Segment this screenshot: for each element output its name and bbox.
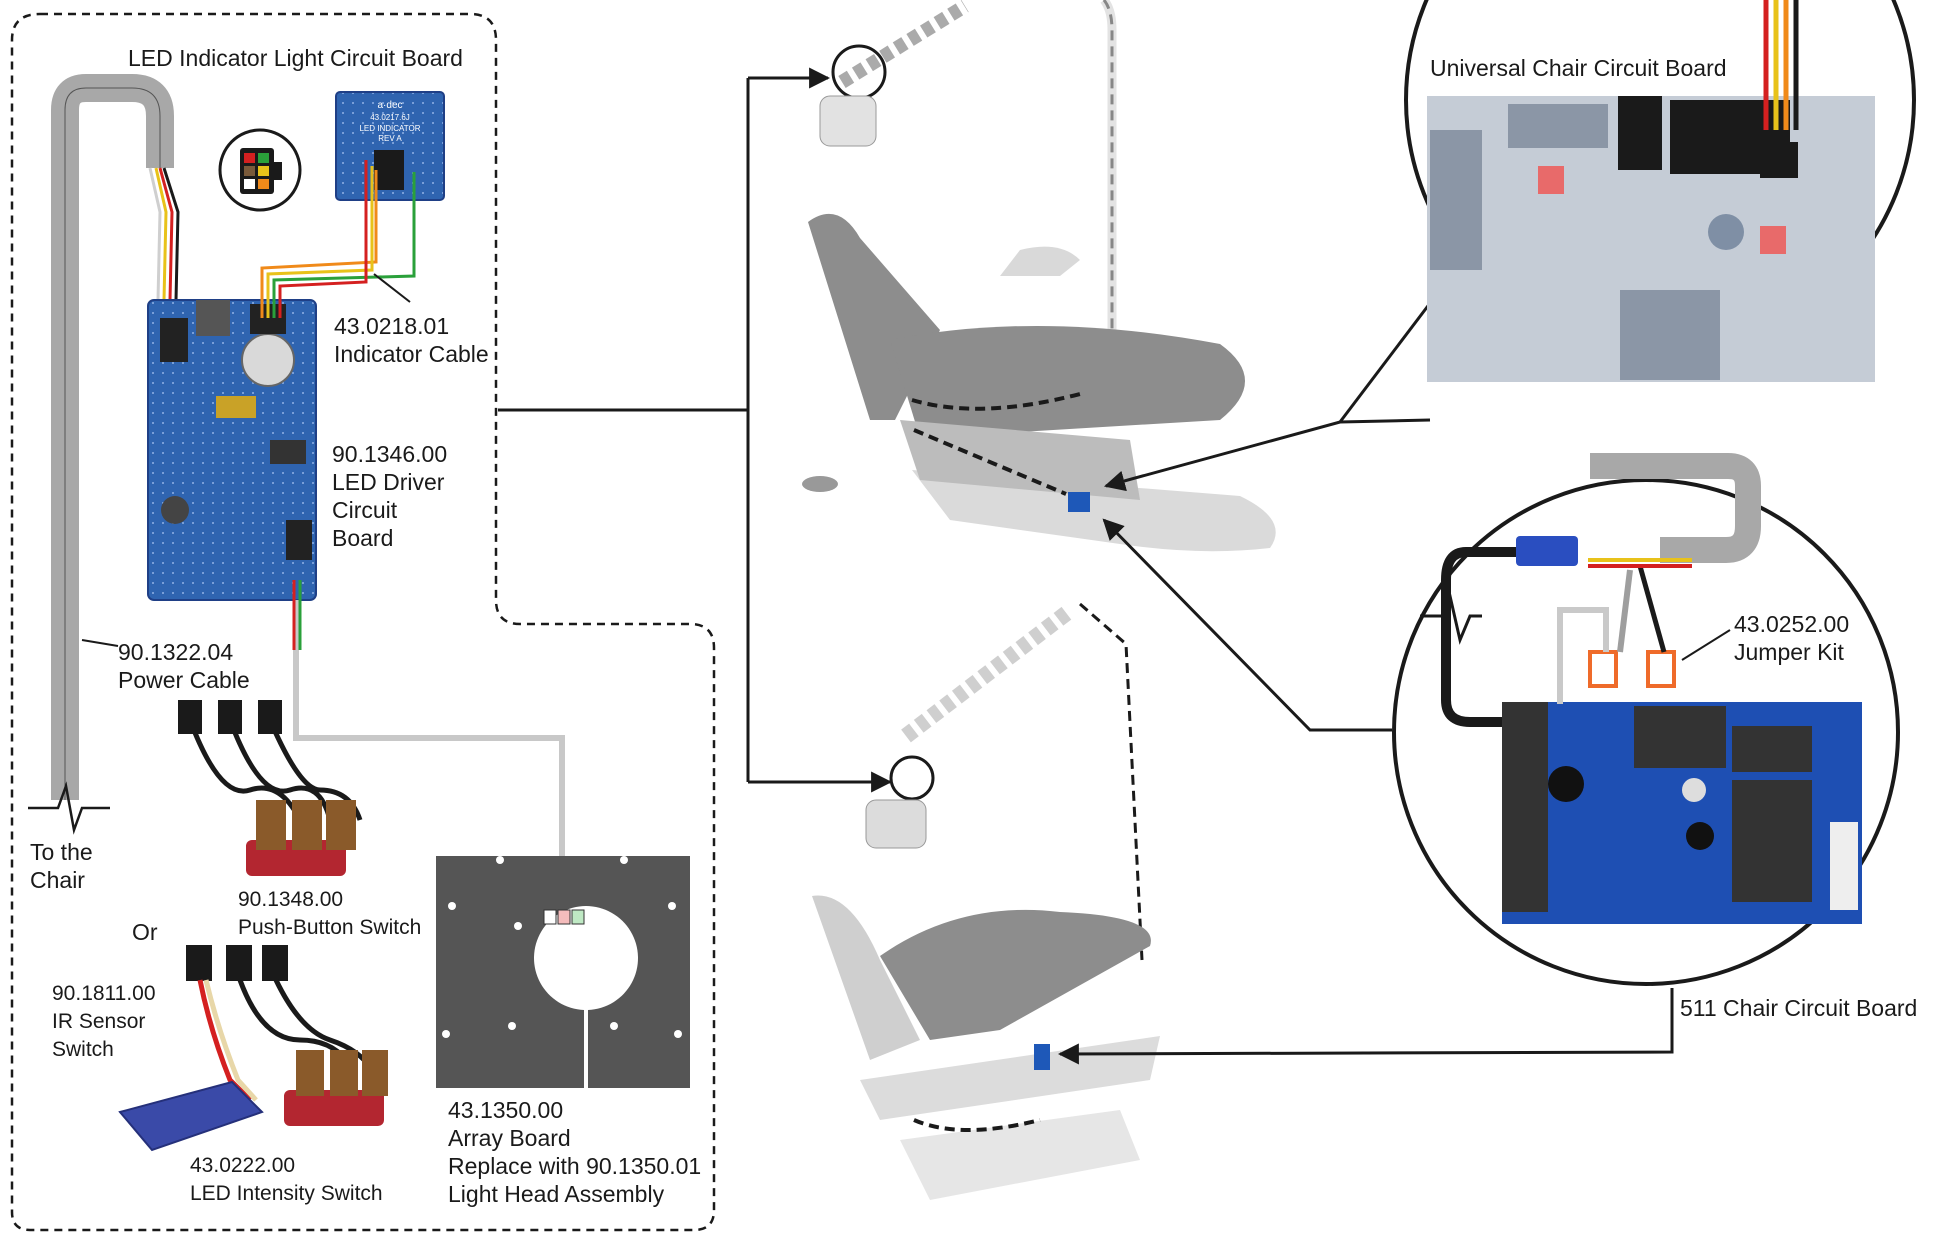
ir-sensor-switch <box>118 945 388 1152</box>
indicator-cable-label: 43.0218.01 Indicator Cable <box>334 313 489 367</box>
jumper-kit-label: 43.0252.00 Jumper Kit <box>1734 611 1850 665</box>
power-cable-label: 90.1322.04 Power Cable <box>118 639 250 693</box>
svg-text:REV A: REV A <box>378 134 402 143</box>
svg-text:LED INDICATOR: LED INDICATOR <box>359 124 420 133</box>
upper-dental-chair <box>802 0 1276 552</box>
universal-chair-board-label: Universal Chair Circuit Board <box>1430 55 1727 81</box>
led-connector-icon <box>218 128 302 212</box>
led-intensity-switch-label: 43.0222.00 LED Intensity Switch <box>190 1154 383 1205</box>
chair-511-board-detail <box>1392 453 1900 986</box>
array-board-label: 43.1350.00 Array Board Replace with 90.1… <box>448 1097 702 1207</box>
power-cable-outline <box>64 87 161 800</box>
led-indicator-board-label: LED Indicator Light Circuit Board <box>128 45 463 71</box>
led-driver-board <box>147 299 317 601</box>
universal-chair-board-detail <box>1404 0 1916 382</box>
ir-sensor-switch-label: 90.1811.00 IR Sensor Switch <box>52 982 156 1061</box>
push-button-switch <box>178 700 363 876</box>
break-symbol-icon <box>28 781 110 835</box>
lower-dental-chair <box>812 602 1160 1200</box>
to-the-chair-label: To the Chair <box>30 839 93 893</box>
led-driver-label: 90.1346.00 LED Driver Circuit Board <box>332 441 448 551</box>
indicator-board: a·dec 43.0217.6J LED INDICATOR REV A <box>335 91 445 201</box>
or-label: Or <box>132 919 158 945</box>
push-button-switch-label: 90.1348.00 Push-Button Switch <box>238 888 422 939</box>
svg-text:a·dec: a·dec <box>377 100 402 111</box>
component-group-outline <box>10 12 716 1232</box>
array-board <box>436 856 690 1088</box>
svg-text:43.0217.6J: 43.0217.6J <box>370 113 410 122</box>
chair-511-board-label: 511 Chair Circuit Board <box>1680 995 1918 1021</box>
